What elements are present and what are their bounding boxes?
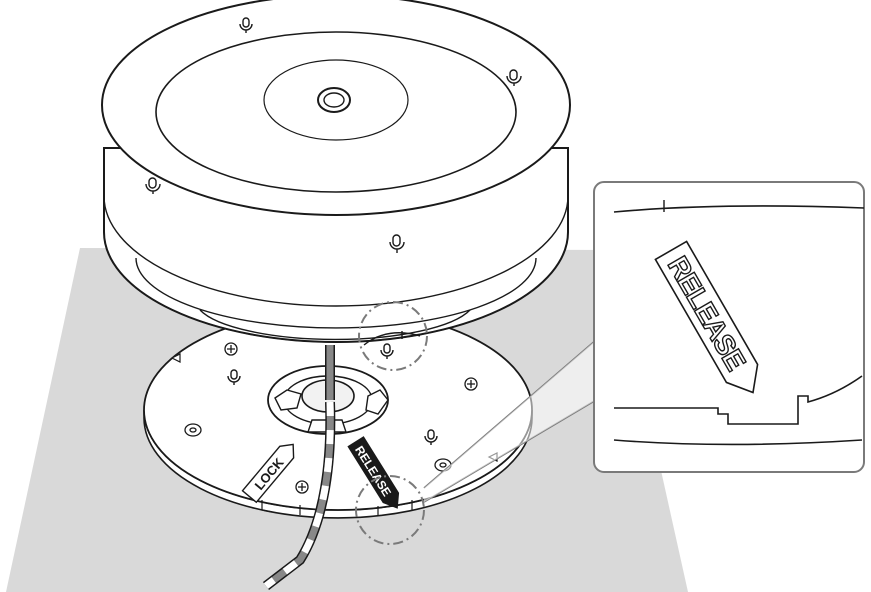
microphone-icon bbox=[380, 343, 394, 359]
callout-circle-bottom bbox=[355, 475, 425, 545]
screw-head-icon bbox=[224, 342, 238, 356]
microphone-icon bbox=[239, 17, 253, 33]
mounting-hole bbox=[184, 423, 202, 437]
screw-head-icon bbox=[295, 480, 309, 494]
callout-circle-top bbox=[358, 301, 428, 371]
microphone-icon bbox=[424, 429, 438, 445]
zoom-inset: RELEASE bbox=[593, 181, 865, 473]
center-button bbox=[317, 87, 351, 113]
microphone-icon bbox=[227, 369, 241, 385]
microphone-icon bbox=[389, 234, 405, 253]
microphone-icon bbox=[145, 177, 161, 194]
triangle-marker-icon bbox=[170, 353, 181, 363]
microphone-icon bbox=[506, 69, 522, 86]
speakerphone-device bbox=[101, 0, 571, 343]
usb-cable bbox=[262, 345, 336, 590]
screw-head-icon bbox=[464, 377, 478, 391]
